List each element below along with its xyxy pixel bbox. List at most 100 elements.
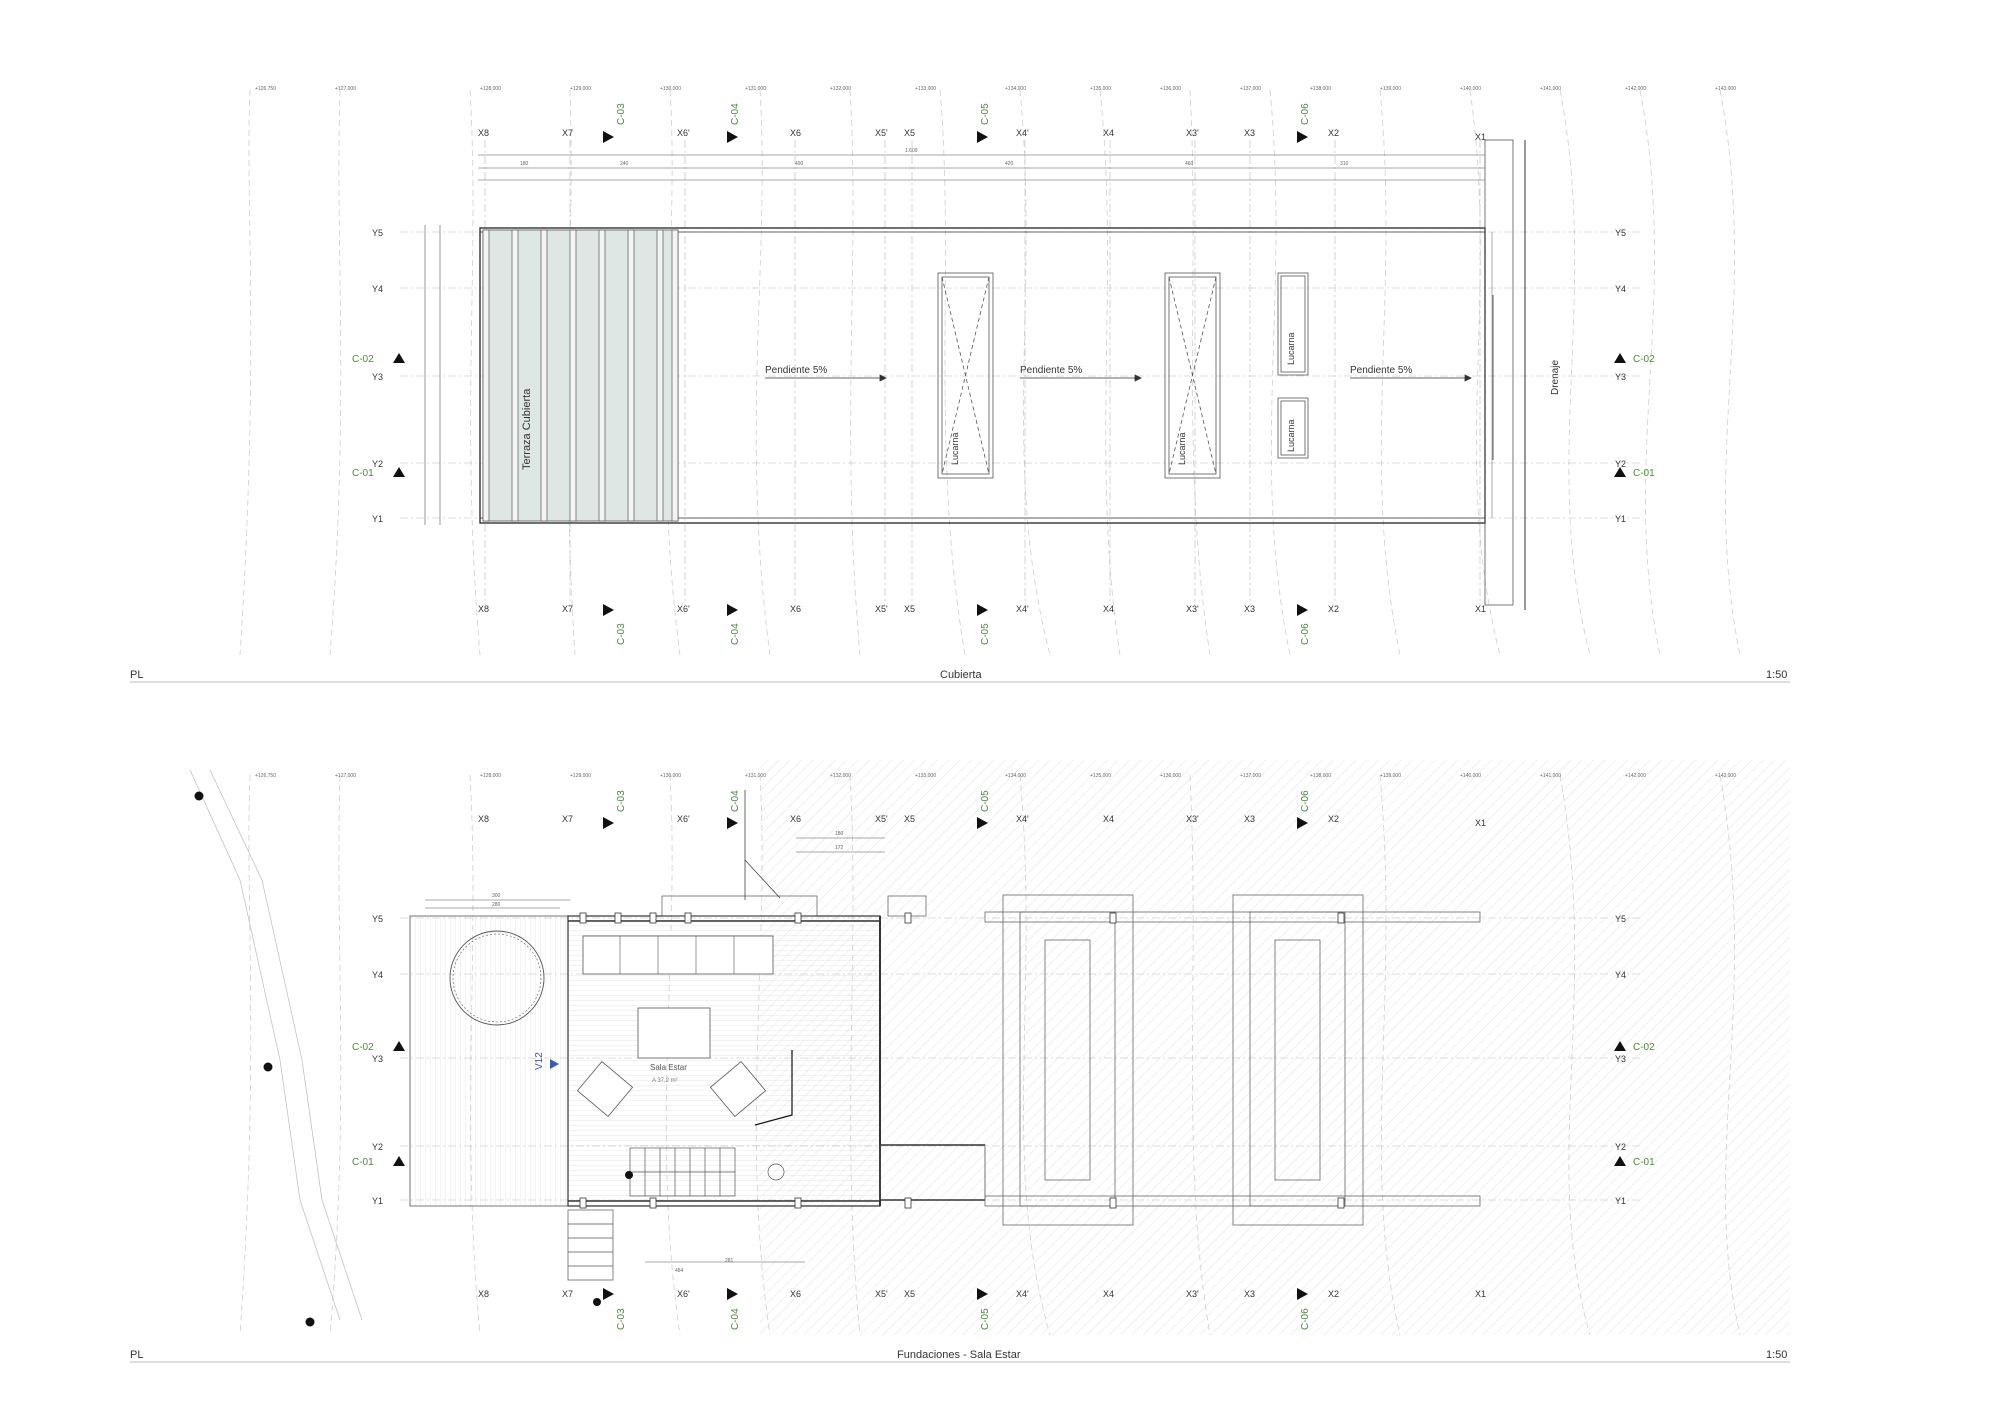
plan2-grid-labels-bottom: X8 X7 X6' X6 X5' X5 X4' X4 X3' X3 X2 X1	[478, 1289, 1486, 1299]
contour-label: +142,000	[1625, 773, 1646, 779]
contour-label: +141,000	[1540, 773, 1561, 779]
grid-label: X4	[1103, 814, 1114, 824]
grid-label: X8	[478, 128, 489, 138]
sofa	[582, 935, 774, 975]
section-label: C-05	[980, 790, 991, 812]
section-label: C-03	[616, 103, 627, 125]
view-marker-icon	[550, 1059, 559, 1069]
plan2-grid-labels-y: Y5 Y4 Y3 Y2 Y1 Y5 Y4 Y3 Y2 Y1	[372, 914, 1626, 1206]
slope-label: Pendiente 5%	[765, 365, 827, 376]
contour-label: +132,000	[830, 86, 851, 92]
contour-label: +129,000	[570, 86, 591, 92]
contour-label: +132,000	[830, 773, 851, 779]
dimension-label: 240	[620, 161, 629, 167]
section-triangle-icon	[603, 817, 614, 829]
section-triangle-icon	[393, 1041, 405, 1051]
grid-label: X6'	[677, 604, 690, 614]
plan2-contour-labels: +126,750 +127,000 +128,000 +129,000 +130…	[255, 773, 1736, 779]
section-label: C-04	[730, 790, 741, 812]
grid-label: Y1	[372, 514, 383, 524]
grid-label: X6	[790, 128, 801, 138]
armchair	[576, 1061, 634, 1117]
plan2-grid-labels-top: X8 X7 X6' X6 X5' X5 X4' X4 X3' X3 X2 X1	[478, 814, 1486, 828]
roof-grid-labels-y: Y5 Y4 Y3 Y2 Y1 Y5 Y4 Y3 Y2 Y1	[372, 228, 1626, 524]
section-triangle-icon	[1297, 1288, 1308, 1300]
slope-label: Pendiente 5%	[1350, 365, 1412, 376]
grid-label: X3	[1244, 604, 1255, 614]
contour-label: +129,000	[570, 773, 591, 779]
roof-dimension-labels: 1.609 180 240 490 420 460 310	[520, 148, 1349, 167]
roof-plan: +126,750 +127,000 +128,000 +129,000 +130…	[130, 86, 1790, 683]
section-triangle-icon	[977, 604, 988, 616]
dimension-label: 490	[795, 161, 804, 167]
dimension-label: 484	[675, 1268, 684, 1274]
grid-label: X3'	[1186, 1289, 1199, 1299]
foundation-posts	[579, 912, 1345, 1209]
grid-label: X6'	[677, 814, 690, 824]
section-label: C-06	[1300, 1308, 1311, 1330]
section-triangle-icon	[1614, 1041, 1626, 1051]
marker-dot	[263, 1062, 273, 1072]
grid-label: X5'	[875, 128, 888, 138]
grid-label: X2	[1328, 128, 1339, 138]
stairs	[567, 1147, 785, 1281]
section-label: C-01	[1633, 468, 1655, 479]
contour-label: +135,000	[1090, 773, 1111, 779]
contour-label: +135,000	[1090, 86, 1111, 92]
grid-label: Y4	[372, 970, 383, 980]
grid-label: Y5	[372, 228, 383, 238]
skylight-label: Lucarna	[1286, 419, 1296, 452]
contour-label: +136,000	[1160, 773, 1181, 779]
section-triangle-icon	[393, 1156, 405, 1166]
skylights	[937, 272, 1309, 479]
grid-label: X7	[562, 1289, 573, 1299]
grid-label: X5'	[875, 1289, 888, 1299]
contour-label: +138,000	[1310, 86, 1331, 92]
dimension-label: 460	[1185, 161, 1194, 167]
roof-footer-left: PL	[130, 669, 143, 681]
contour-label: +140,000	[1460, 773, 1481, 779]
grid-label: X4'	[1016, 814, 1029, 824]
roof-section-markers	[393, 131, 1626, 616]
grid-label: X7	[562, 814, 573, 824]
section-label: C-03	[616, 790, 627, 812]
grid-label: Y2	[372, 1142, 383, 1152]
grid-label: X6'	[677, 1289, 690, 1299]
grid-label: Y4	[1615, 284, 1626, 294]
contour-label: +138,000	[1310, 773, 1331, 779]
grid-label: Y5	[372, 914, 383, 924]
grid-label: X4'	[1016, 1289, 1029, 1299]
room-name: Sala Estar	[650, 1063, 687, 1072]
section-triangle-icon	[1297, 817, 1308, 829]
section-label: C-06	[1300, 623, 1311, 645]
grid-label: Y2	[1615, 459, 1626, 469]
drain-channel	[1484, 139, 1514, 606]
plan2-footer-left: PL	[130, 1349, 143, 1361]
dimension-label: 1.609	[905, 148, 918, 154]
contour-label: +128,000	[480, 773, 501, 779]
terrace-label: Terraza Cubierta	[521, 388, 533, 470]
grid-label: X5	[904, 128, 915, 138]
contour-label: +130,000	[660, 773, 681, 779]
grid-label: Y5	[1615, 228, 1626, 238]
armchair	[709, 1061, 767, 1117]
section-label: C-04	[730, 623, 741, 645]
contour-label: +137,000	[1240, 86, 1261, 92]
section-label: C-01	[352, 468, 374, 479]
contour-label: +140,000	[1460, 86, 1481, 92]
contour-label: +128,000	[480, 86, 501, 92]
grid-label: X2	[1328, 814, 1339, 824]
view-marker-label: V12	[534, 1052, 545, 1070]
grid-label: X3'	[1186, 128, 1199, 138]
plan2-section-labels: C-02 C-01 C-02 C-01 C-03 C-04 C-05 C-06 …	[352, 790, 1655, 1330]
section-label: C-06	[1300, 103, 1311, 125]
contour-label: +131,000	[745, 773, 766, 779]
dimension-label: 180	[520, 161, 529, 167]
marker-dot	[593, 1298, 601, 1306]
contour-label: +134,000	[1005, 773, 1026, 779]
grid-label: X4	[1103, 604, 1114, 614]
section-label: C-02	[352, 354, 374, 365]
grid-label: X4	[1103, 128, 1114, 138]
foundation-plan: +126,750 +127,000 +128,000 +129,000 +130…	[130, 760, 1790, 1363]
section-label: C-05	[980, 623, 991, 645]
